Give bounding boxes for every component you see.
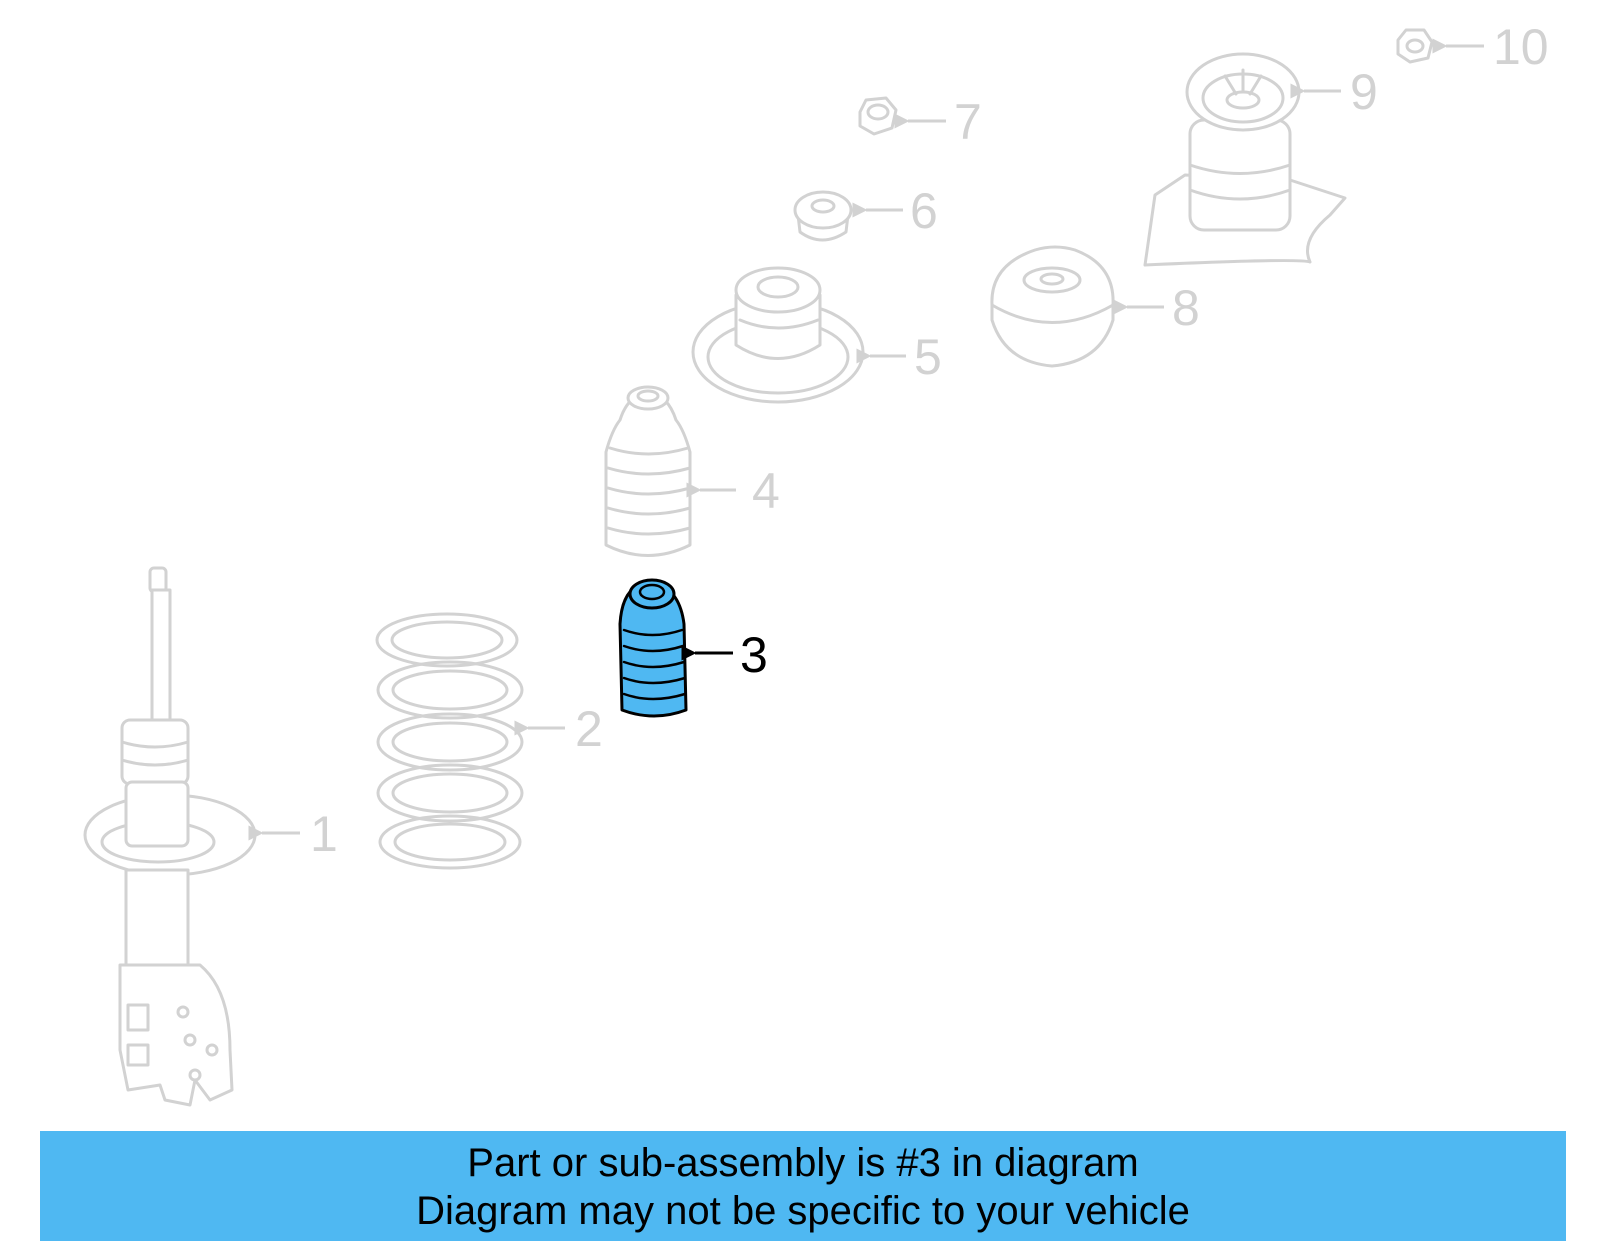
part-3-bump-stop[interactable] <box>618 578 688 718</box>
callout-6[interactable]: 6 <box>910 183 938 239</box>
callout-4[interactable]: 4 <box>752 463 780 519</box>
part-5-spring-seat[interactable] <box>691 266 865 404</box>
part-8-mount[interactable] <box>990 245 1115 368</box>
callout-1[interactable]: 1 <box>310 806 338 862</box>
banner-line-1: Part or sub-assembly is #3 in diagram <box>467 1141 1139 1185</box>
part-7-nut[interactable] <box>858 96 898 136</box>
part-2-coil-spring[interactable] <box>375 612 524 870</box>
part-1-strut[interactable] <box>83 566 257 1107</box>
info-banner: Part or sub-assembly is #3 in diagram Di… <box>40 1131 1566 1241</box>
callout-2[interactable]: 2 <box>575 701 603 757</box>
part-9-upper-mount[interactable] <box>1143 52 1347 267</box>
callout-5[interactable]: 5 <box>914 329 942 385</box>
part-10-nut[interactable] <box>1396 28 1434 64</box>
callout-9[interactable]: 9 <box>1350 64 1378 120</box>
callout-8[interactable]: 8 <box>1172 280 1200 336</box>
callout-7[interactable]: 7 <box>954 94 982 150</box>
callout-10[interactable]: 10 <box>1493 19 1549 75</box>
banner-line-2: Diagram may not be specific to your vehi… <box>416 1189 1190 1233</box>
part-6-cap[interactable] <box>793 190 853 242</box>
callout-3[interactable]: 3 <box>740 627 768 683</box>
part-4-dust-boot[interactable] <box>604 385 692 557</box>
